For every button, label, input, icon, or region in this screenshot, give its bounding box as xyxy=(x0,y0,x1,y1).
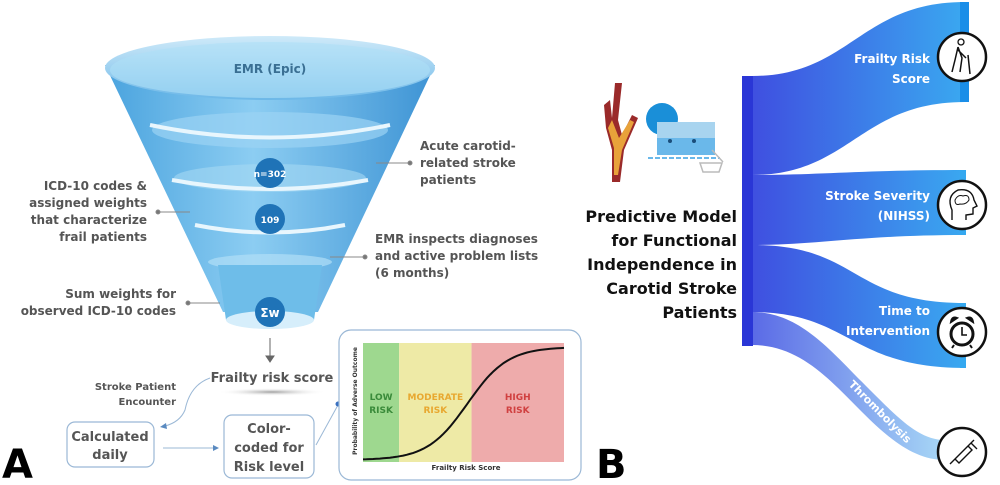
annotation-line: assigned weights xyxy=(29,196,147,210)
frailty-risk-score-label: Frailty risk score xyxy=(211,371,334,386)
carotid-artery-icon xyxy=(604,83,638,182)
funnel-top-label: EMR (Epic) xyxy=(234,62,307,76)
risk-zone-2 xyxy=(471,343,564,462)
annotation-line: Acute carotid- xyxy=(420,139,516,153)
circle-n302-label: n=302 xyxy=(254,170,287,180)
title-line: Predictive Model xyxy=(585,207,737,226)
arrow-down-icon xyxy=(265,338,275,363)
annotation-line: EMR inspects diagnoses xyxy=(375,232,538,246)
title-line: Independence in xyxy=(587,255,737,274)
circle-sum-w-label: Σw xyxy=(260,306,279,320)
risk-zone-0 xyxy=(363,343,400,462)
flow-frailty-risk-score xyxy=(752,2,965,175)
calculated-to-colorcoded-arrow xyxy=(163,445,219,451)
colorcoded-to-chart-connector xyxy=(315,401,341,446)
risk-zone-label: RISK xyxy=(506,406,531,416)
encounter-line: Encounter xyxy=(119,397,177,408)
box-line: Risk level xyxy=(234,460,304,475)
annotation-line: frail patients xyxy=(59,230,147,244)
computer-screening-icon xyxy=(646,103,724,173)
alarm-clock-icon xyxy=(936,306,988,358)
panel-b-title: Predictive Model for Functional Independ… xyxy=(585,207,737,322)
annotation-line: (6 months) xyxy=(375,266,449,280)
encounter-arrow-head xyxy=(160,423,167,429)
title-line: for Functional xyxy=(611,231,737,250)
flow-label: Intervention xyxy=(846,324,930,338)
risk-zone-label: LOW xyxy=(370,393,393,403)
flow-label: Stroke Severity xyxy=(825,189,930,203)
syringe-icon xyxy=(936,426,988,478)
annotation-sum-weights: Sum weights for observed ICD-10 codes xyxy=(21,287,176,318)
annotation-line: Sum weights for xyxy=(65,287,176,301)
annotation-line: that characterize xyxy=(31,213,147,227)
panel-a-letter: A xyxy=(2,442,33,485)
annotation-line: ICD-10 codes & xyxy=(44,179,147,193)
annotation-emr-inspects: EMR inspects diagnoses and active proble… xyxy=(375,232,538,280)
title-line: Carotid Stroke xyxy=(606,279,737,298)
box-line: Calculated xyxy=(71,430,148,445)
annotation-line: related stroke xyxy=(420,156,516,170)
annotation-connectors xyxy=(155,160,413,306)
risk-chart-ylabel: Probability of Adverse Outcome xyxy=(352,347,359,455)
annotation-icd10-codes: ICD-10 codes & assigned weights that cha… xyxy=(29,179,147,244)
flow-label-thrombolysis: Thrombolysis xyxy=(846,378,914,446)
risk-zone-label: RISK xyxy=(369,406,394,416)
risk-chart-xlabel: Frailty Risk Score xyxy=(432,464,501,472)
flow-label: Time to xyxy=(879,304,930,318)
circle-109-label: 109 xyxy=(261,216,280,226)
risk-chart: Frailty Risk Score Probability of Advers… xyxy=(338,329,582,481)
circle-n302: n=302 xyxy=(254,158,287,188)
risk-curve xyxy=(362,346,565,461)
annotation-acute-carotid: Acute carotid- related stroke patients xyxy=(420,139,516,187)
funnel xyxy=(105,36,435,329)
flow-label: (NIHSS) xyxy=(878,209,930,223)
flow-label: Frailty Risk xyxy=(854,52,931,66)
annotation-line: patients xyxy=(420,173,476,187)
brain-head-icon xyxy=(936,179,988,231)
flow-thrombolysis xyxy=(752,312,945,460)
circle-109: 109 xyxy=(255,204,285,234)
annotation-line: and active problem lists xyxy=(375,249,538,263)
color-coded-box: Color- coded for Risk level xyxy=(223,414,315,479)
panel-b-letter: B xyxy=(596,442,627,485)
calculated-daily-box: Calculated daily xyxy=(66,421,155,468)
risk-zone-label: MODERATE xyxy=(408,393,464,403)
flow-time-to-intervention xyxy=(752,245,965,368)
risk-zone-label: RISK xyxy=(423,406,448,416)
box-line: daily xyxy=(92,448,128,463)
elderly-person-icon xyxy=(936,31,988,83)
box-line: Color- xyxy=(247,422,291,437)
encounter-label: Stroke Patient Encounter xyxy=(95,382,176,408)
box-line: coded for xyxy=(234,441,304,456)
encounter-arrow xyxy=(164,377,211,427)
label-shadow xyxy=(217,388,327,396)
circle-sum-w: Σw xyxy=(255,297,285,327)
risk-zone-label: HIGH xyxy=(505,393,531,403)
encounter-line: Stroke Patient xyxy=(95,382,176,393)
annotation-line: observed ICD-10 codes xyxy=(21,304,176,318)
model-source-bar xyxy=(742,76,753,346)
title-line: Patients xyxy=(662,303,737,322)
flow-stroke-severity xyxy=(752,170,965,245)
flow-label: Score xyxy=(892,72,930,86)
